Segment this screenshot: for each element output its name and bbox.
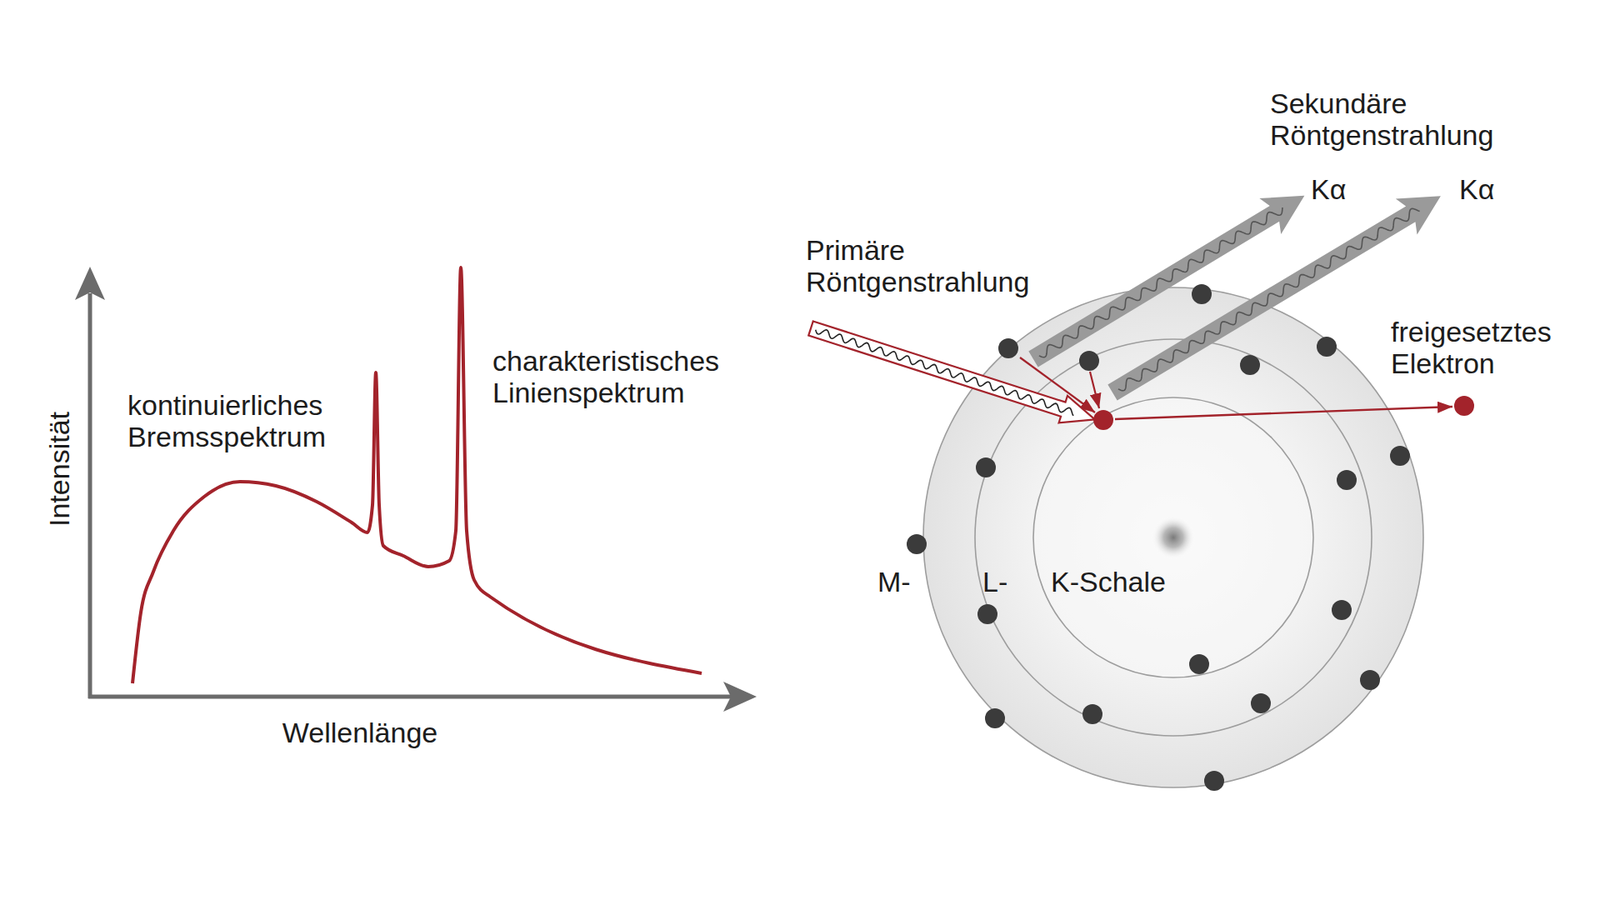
vacancy-electron bbox=[1093, 410, 1114, 430]
nucleus bbox=[1151, 515, 1195, 560]
x-axis-arrowhead bbox=[723, 681, 757, 712]
electron bbox=[1331, 600, 1352, 620]
y-axis-arrowhead bbox=[75, 266, 105, 300]
shell-name: L- bbox=[982, 565, 1008, 598]
electron bbox=[985, 708, 1005, 729]
spectrum-curve bbox=[132, 267, 702, 684]
ray-caption: Sekundäre Röntgenstrahlung bbox=[1270, 87, 1494, 151]
electron bbox=[1079, 350, 1100, 371]
freed-electron bbox=[1454, 395, 1475, 416]
shell-name: K-Schale bbox=[1050, 565, 1166, 598]
wave-line bbox=[1036, 205, 1285, 360]
electron bbox=[998, 338, 1019, 359]
electron bbox=[1360, 670, 1380, 690]
axis-title: Intensität bbox=[43, 411, 75, 527]
electron bbox=[1316, 336, 1337, 357]
electron bbox=[1189, 654, 1210, 675]
shell-name: M- bbox=[877, 565, 911, 598]
wave-line bbox=[1115, 205, 1420, 393]
wave-line bbox=[814, 326, 1075, 416]
electron bbox=[906, 534, 927, 555]
y-axis bbox=[88, 293, 93, 699]
k-shell bbox=[1033, 397, 1314, 678]
axis-title: Wellenlänge bbox=[282, 716, 439, 749]
line-name: Kα bbox=[1459, 173, 1495, 205]
electron bbox=[1191, 284, 1212, 305]
electron bbox=[975, 457, 996, 478]
x-axis bbox=[88, 695, 732, 700]
primary-xray-arrow bbox=[806, 315, 1100, 434]
arrow-outline bbox=[806, 315, 1100, 434]
electron-caption: freigesetztes Elektron bbox=[1390, 315, 1552, 380]
electron bbox=[1240, 355, 1260, 375]
transition-arrow bbox=[1090, 371, 1100, 409]
ray-caption: Primäre Röntgenstrahlung bbox=[805, 234, 1030, 298]
electron bbox=[977, 604, 998, 625]
secondary-xray-arrow bbox=[1022, 177, 1315, 377]
ejection-arrow bbox=[1115, 406, 1453, 420]
spectrum-caption: charakteristisches Linienspektrum bbox=[492, 345, 720, 409]
electron bbox=[1390, 445, 1410, 466]
spectrum-caption: kontinuierliches Bremsspektrum bbox=[127, 389, 326, 453]
line-name: Kα bbox=[1310, 173, 1346, 205]
electron bbox=[1082, 704, 1103, 725]
electron bbox=[1204, 770, 1225, 791]
electron bbox=[1336, 470, 1357, 490]
electron bbox=[1250, 693, 1271, 714]
arrow-body bbox=[1022, 177, 1315, 377]
